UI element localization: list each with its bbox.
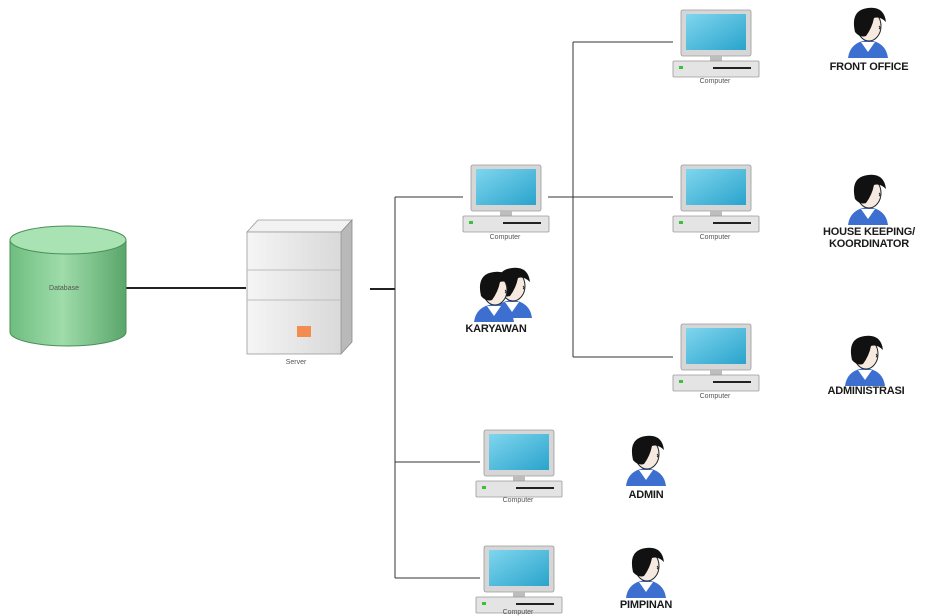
user-label: PIMPINAN (620, 599, 672, 611)
server: Server (246, 218, 353, 366)
computer-karyawan: Computer (462, 164, 550, 241)
person-icon (847, 174, 889, 226)
person-icon (625, 547, 667, 599)
computer-administrasi: Computer (672, 323, 760, 400)
computer-label: Computer (700, 393, 731, 400)
server-led (297, 326, 311, 337)
user-label: KARYAWAN (465, 323, 526, 335)
user-admin: ADMIN (625, 435, 667, 501)
computer-label: Computer (503, 497, 534, 504)
person-icon (847, 7, 889, 59)
user-label-line1: HOUSE KEEPING/ (823, 226, 915, 238)
user-label: ADMIN (628, 489, 663, 501)
computer-label: Computer (700, 78, 731, 85)
user-pimpinan: PIMPINAN (620, 547, 673, 611)
computer-pimpinan: Computer (475, 545, 563, 616)
user-front-office: FRONT OFFICE (830, 7, 909, 73)
user-label-line2: KOORDINATOR (829, 238, 909, 250)
person-icon (844, 335, 886, 387)
user-house-keeping: HOUSE KEEPING/ KOORDINATOR (823, 174, 915, 250)
computer-label: Computer (503, 609, 534, 616)
database: Database (9, 225, 127, 347)
computer-label: Computer (490, 234, 521, 241)
user-karyawan: KARYAWAN (465, 267, 533, 335)
computer-label: Computer (700, 234, 731, 241)
database-label: Database (49, 285, 79, 292)
user-administrasi: ADMINISTRASI (827, 335, 905, 397)
computer-house-keeping: Computer (672, 164, 760, 241)
user-label: ADMINISTRASI (827, 385, 904, 397)
connection-lines (126, 41, 673, 579)
user-label: FRONT OFFICE (830, 61, 909, 73)
person-icon (625, 435, 667, 487)
server-label: Server (286, 359, 307, 366)
computer-admin: Computer (475, 429, 563, 504)
computer-front-office: Computer (672, 9, 760, 85)
